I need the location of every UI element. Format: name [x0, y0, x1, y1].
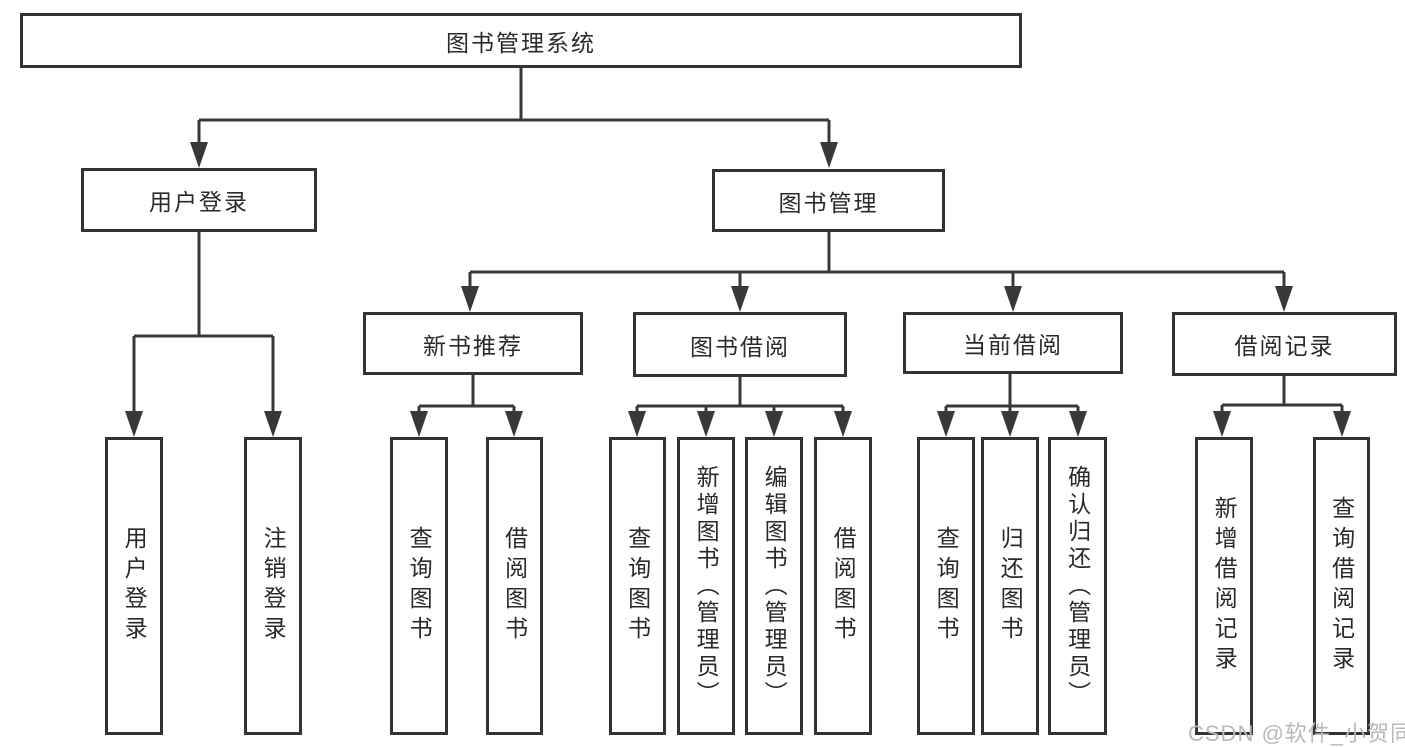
csdn-watermark: CSDN @软件_小贺同学: [1188, 721, 1405, 746]
arrowhead: [834, 411, 852, 437]
edge-book-mgmt-to-level3: [468, 232, 1286, 295]
leaf-borrow-books: 借阅图书: [814, 437, 872, 735]
node-current-borrow: 当前借阅: [903, 312, 1123, 374]
arrowhead: [1333, 411, 1351, 437]
node-root-system: 图书管理系统: [20, 13, 1022, 68]
arrowhead: [1069, 411, 1087, 437]
arrowhead: [1275, 286, 1293, 312]
node-book-management: 图书管理: [712, 169, 945, 232]
edge-borrow-records-to-leaves: [1220, 376, 1344, 420]
node-book-borrow: 图书借阅: [633, 312, 847, 377]
arrowhead: [765, 411, 783, 437]
leaf-query-books-current: 查询图书: [917, 437, 975, 735]
arrowhead: [1213, 411, 1231, 437]
arrowhead: [505, 411, 523, 437]
leaf-query-borrow-record: 查询借阅记录: [1313, 437, 1370, 735]
leaf-confirm-return-admin: 确认归还（管理员）: [1048, 437, 1107, 735]
arrowhead: [1004, 286, 1022, 312]
leaf-return-book: 归还图书: [981, 437, 1039, 735]
node-new-book-recommend: 新书推荐: [363, 312, 583, 375]
node-user-login: 用户登录: [81, 168, 317, 232]
edge-user-login-to-leaves: [132, 232, 275, 420]
leaf-query-books-recommend: 查询图书: [390, 437, 448, 735]
arrowhead: [264, 411, 282, 437]
leaf-borrow-books-recommend: 借阅图书: [486, 437, 543, 735]
leaf-user-login: 用户登录: [105, 437, 163, 735]
leaf-edit-book-admin: 编辑图书（管理员）: [745, 437, 803, 735]
arrowhead: [628, 411, 646, 437]
leaf-add-borrow-record: 新增借阅记录: [1195, 437, 1253, 735]
arrowhead: [820, 142, 838, 168]
arrowhead: [125, 411, 143, 437]
edge-root-to-level2: [197, 68, 831, 150]
arrowhead: [697, 411, 715, 437]
arrowhead: [190, 142, 208, 168]
leaf-add-book-admin: 新增图书（管理员）: [677, 437, 735, 735]
arrowhead: [731, 286, 749, 312]
arrowhead: [937, 411, 955, 437]
arrowhead: [1001, 411, 1019, 437]
leaf-query-books-borrow: 查询图书: [609, 437, 666, 735]
edge-current-borrow-to-leaves: [944, 374, 1080, 420]
node-borrow-records: 借阅记录: [1172, 312, 1397, 376]
leaf-logout: 注销登录: [244, 437, 302, 735]
arrowhead: [410, 411, 428, 437]
edge-new-books-to-leaves: [417, 375, 516, 420]
edge-book-borrow-to-leaves: [635, 377, 845, 420]
arrowhead: [461, 286, 479, 312]
